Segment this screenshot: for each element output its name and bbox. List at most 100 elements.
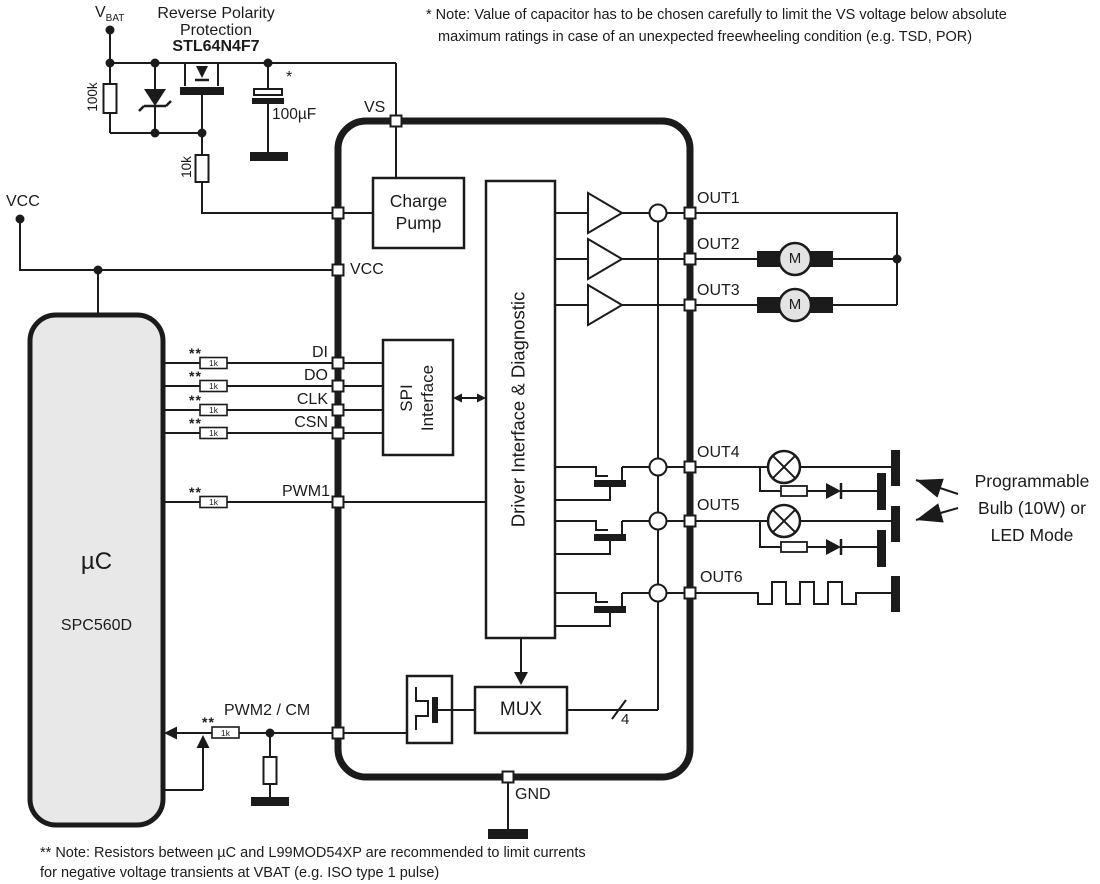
pin-out3 <box>683 298 697 312</box>
pin-out4 <box>683 460 697 474</box>
mosfet-part-label: STL64N4F7 <box>172 38 260 55</box>
mcu-signal-wires <box>163 356 338 509</box>
pin-out5 <box>683 514 697 528</box>
mux-label: MUX <box>499 699 543 720</box>
pin-pwm1 <box>331 495 345 509</box>
terminal-bar <box>891 450 900 486</box>
mcu-name-label: µC <box>80 548 113 575</box>
motor-symbol-out3 <box>777 287 813 323</box>
mcu-part-label: SPC560D <box>60 617 133 634</box>
pin-out2 <box>683 252 697 266</box>
load-note-arrows <box>915 478 959 523</box>
resistor-100k <box>102 83 118 114</box>
load-mode-note-line2: Bulb (10W) or <box>978 498 1086 518</box>
motor-loads <box>690 212 902 323</box>
di-pin-label: DI <box>312 344 328 361</box>
arrow-up-from-mcu <box>196 735 210 748</box>
top-note-line2: maximum ratings in case of an unexpected… <box>438 29 973 45</box>
spi-box <box>381 338 455 457</box>
resistor-10k-label: 10k <box>179 156 194 178</box>
terminal-bar <box>891 576 900 612</box>
terminal-bar <box>877 530 886 567</box>
out6-pin-label: OUT6 <box>700 569 743 586</box>
cap-value-label: 100µF <box>272 106 317 123</box>
spi-label-line2: Interface <box>418 364 438 432</box>
csn-pin-label: CSN <box>294 414 328 431</box>
resistor-1k-label-csn: 1k <box>209 428 218 438</box>
pin-do <box>331 379 345 393</box>
gnd-connection <box>488 780 528 839</box>
pin-cp <box>331 206 345 220</box>
resistor-1k-pwm2 <box>211 726 240 739</box>
spi-interface-label: SPI Interface <box>396 338 440 458</box>
resistor-1k-clk <box>199 403 228 417</box>
resistor-1k-di <box>199 356 228 370</box>
resistor-1k-label-di: 1k <box>209 358 218 368</box>
mux-bus-width-label: 4 <box>621 711 630 728</box>
reverse-polarity-title-2: Protection <box>179 22 253 39</box>
pin-vs <box>389 114 403 128</box>
vbat-sub: BAT <box>105 13 125 25</box>
branch-resistor-out4 <box>780 485 808 497</box>
driver-interface-box <box>484 179 557 640</box>
cap-note-mark: * <box>286 69 293 86</box>
vbat-main: V <box>95 4 106 21</box>
charge-pump-label: Charge Pump <box>389 191 448 233</box>
driver-interface-label: Driver Interface & Diagnostic <box>507 291 529 528</box>
note-mark-pwm2: ** <box>202 714 215 730</box>
diode-out5 <box>826 539 841 555</box>
charge-pump-box <box>371 176 466 250</box>
pin-clk <box>331 403 345 417</box>
diode-out4 <box>826 483 841 499</box>
charge-pump-wires <box>338 121 466 250</box>
out1-pin-label: OUT1 <box>697 190 740 207</box>
resistor-1k-label-pwm2: 1k <box>221 728 230 738</box>
pin-di <box>331 356 345 370</box>
mux-box <box>473 685 569 735</box>
pwm1-pin-label: PWM1 <box>282 483 330 500</box>
ground-bar <box>488 829 528 839</box>
pin-out1 <box>683 206 697 220</box>
resistor-1k-do <box>199 379 228 393</box>
output-mosfets <box>555 466 690 627</box>
bus-slash <box>611 699 627 720</box>
clk-pin-label: CLK <box>296 391 328 408</box>
note-mark-do: ** <box>189 368 202 384</box>
resistor-100k-label: 100k <box>85 82 100 112</box>
terminal-bar <box>877 473 886 510</box>
out2-pin-label: OUT2 <box>697 236 740 253</box>
vcc-supply-label: VCC <box>6 193 40 210</box>
pin-vcc <box>331 263 345 277</box>
pin-pwm2-cm <box>331 726 345 740</box>
bulb-led-loads <box>690 449 900 567</box>
note-mark-pwm1: ** <box>189 484 202 500</box>
pin-out6 <box>683 586 697 600</box>
resistor-1k-label-do: 1k <box>209 381 218 391</box>
pulldown-resistor <box>262 756 278 785</box>
out3-pin-label: OUT3 <box>697 282 740 299</box>
load-mode-note: Programmable Bulb (10W) or LED Mode <box>958 468 1100 549</box>
arrow-into-mcu <box>164 726 177 740</box>
resistor-1k-label-pwm1: 1k <box>209 497 218 507</box>
resistor-1k-pwm1 <box>199 495 228 509</box>
out5-pin-label: OUT5 <box>697 497 740 514</box>
motor-symbol-out2 <box>777 241 813 277</box>
top-note-line1: * Note: Value of capacitor has to be cho… <box>426 7 1007 23</box>
note-mark-clk: ** <box>189 392 202 408</box>
resistor-1k-label-clk: 1k <box>209 405 218 415</box>
terminal-bar <box>891 506 900 542</box>
vs-pin-label: VS <box>364 99 386 116</box>
vbat-label: VBAT <box>95 4 124 25</box>
reverse-polarity-title-1: Reverse Polarity <box>157 5 275 22</box>
bottom-note-line1: ** Note: Resistors between µC and L99MOD… <box>40 845 586 861</box>
mcu-body <box>27 312 166 828</box>
out6-load <box>690 576 900 612</box>
capacitor-100uF <box>250 63 288 161</box>
output-buffers <box>555 191 690 327</box>
spi-label-line1: SPI <box>397 384 416 412</box>
motor-label-out3: M <box>788 296 802 313</box>
ground-bar <box>251 797 289 806</box>
resistor-10k <box>194 154 210 183</box>
